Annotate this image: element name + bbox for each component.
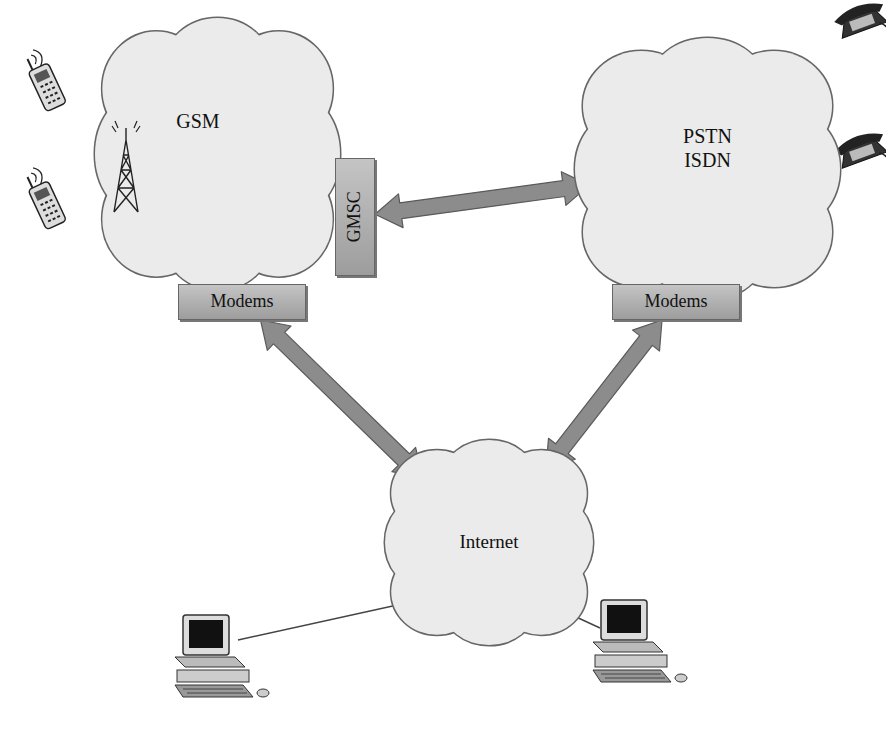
antenna-tower bbox=[112, 121, 140, 212]
mobile-phone-icon bbox=[20, 46, 66, 111]
network-cloud: PSTN ISDN bbox=[575, 38, 840, 300]
desk-phone-icon bbox=[832, 0, 886, 52]
computer-icon bbox=[175, 615, 269, 697]
node-label: Modems bbox=[211, 291, 274, 313]
double-arrow bbox=[261, 320, 423, 478]
gateway-box: GMSC bbox=[335, 158, 375, 276]
network-cloud: GSM bbox=[95, 18, 340, 290]
double-arrow bbox=[546, 320, 662, 469]
node-label: GMSC bbox=[344, 191, 366, 242]
cloud-outline bbox=[95, 18, 340, 290]
network-cloud: Internet bbox=[385, 440, 593, 645]
node-label: PSTN ISDN bbox=[653, 124, 763, 172]
modem-box: Modems bbox=[612, 284, 740, 320]
modem-box: Modems bbox=[178, 284, 306, 320]
node-label: Internet bbox=[434, 531, 544, 554]
node-label: GSM bbox=[143, 109, 253, 133]
node-label: Modems bbox=[645, 291, 708, 313]
computer-icon bbox=[593, 600, 687, 682]
mobile-phone-icon bbox=[20, 164, 66, 229]
double-arrow bbox=[375, 172, 589, 228]
